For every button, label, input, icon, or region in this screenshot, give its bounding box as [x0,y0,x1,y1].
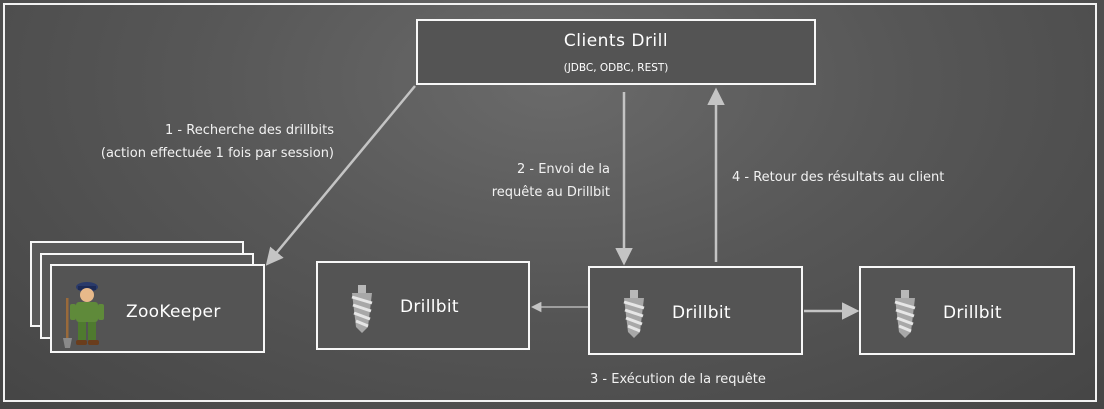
step1-line1: 1 - Recherche des drillbits [165,123,334,138]
step2-caption: 2 - Envoi de la requête au Drillbit [492,158,610,204]
drillbit-center-box: Drillbit [588,266,803,355]
zookeeper-box: ZooKeeper [50,264,265,353]
drillbit-left-label: Drillbit [400,297,459,317]
drillbit-right-label: Drillbit [943,303,1002,323]
drillbit-right-box: Drillbit [859,266,1075,355]
step1-line2: (action effectuée 1 fois par session) [100,146,334,161]
step4-caption: 4 - Retour des résultats au client [732,170,945,185]
clients-title: Clients Drill [563,31,669,51]
zookeeper-keeper-icon [62,278,112,354]
drill-bit-icon [348,285,376,337]
zookeeper-label: ZooKeeper [126,302,221,322]
outer-frame [3,3,1097,402]
clients-drill-box: Clients Drill (JDBC, ODBC, REST) [416,19,816,85]
step3-caption: 3 - Exécution de la requête [590,372,766,387]
arrow-clients-to-zookeeper [265,85,416,266]
drillbit-left-box: Drillbit [316,261,530,350]
step2-line2: requête au Drillbit [491,185,610,200]
drill-bit-icon [620,290,648,342]
drill-bit-icon [891,290,919,342]
drillbit-center-label: Drillbit [672,303,731,323]
step2-line1: 2 - Envoi de la [516,162,610,177]
step1-caption: 1 - Recherche des drillbits (action effe… [101,119,334,165]
clients-subtitle: (JDBC, ODBC, REST) [563,62,669,74]
